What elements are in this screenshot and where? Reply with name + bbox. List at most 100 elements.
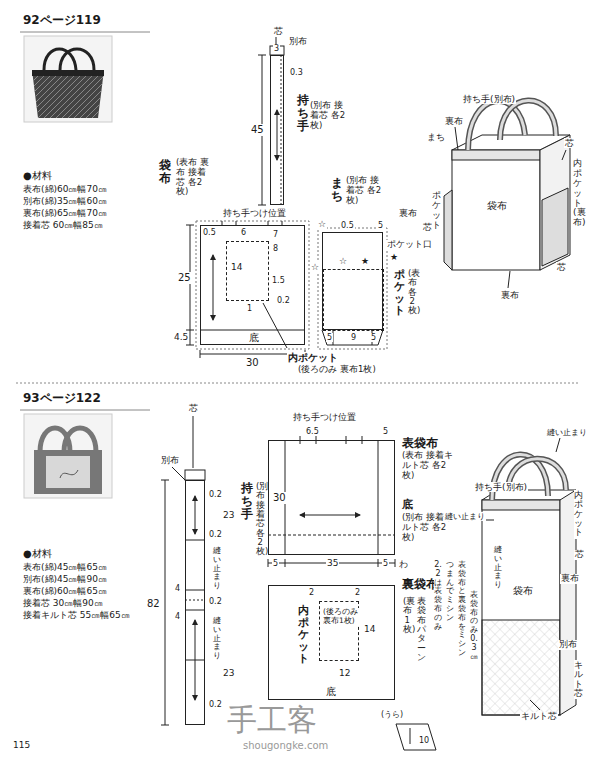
bag-photo: [32, 70, 104, 76]
piece-label: 持ち手: [241, 481, 253, 523]
bag-photo: [32, 70, 104, 118]
strap-detail: [161, 725, 169, 726]
bag-photo: [32, 70, 104, 118]
annotation: ☆: [310, 262, 320, 272]
annotation: 30: [245, 357, 260, 369]
piece-detail: [378, 559, 379, 567]
strap-detail: [185, 590, 205, 591]
strap-detail: [185, 470, 205, 480]
piece-label: 底: [248, 332, 260, 344]
pattern-piece: 内ポケット(後ろのみ 裏布1枚): [319, 601, 359, 661]
annotation: 35: [326, 558, 339, 568]
annotation: 別布: [160, 455, 180, 465]
piece-detail: [190, 225, 191, 345]
bag-photo: [46, 456, 90, 488]
strap-detail: [277, 110, 278, 160]
annotation: 5: [382, 427, 389, 436]
bag-sketch: [452, 150, 540, 270]
annotation: 5: [272, 559, 279, 568]
piece-label: 内ポケット: [287, 352, 339, 364]
annotation: 2.2は表袋布のみ: [434, 560, 442, 632]
strap-detail: [281, 55, 282, 205]
annotation: 92ページ119: [22, 14, 102, 28]
strap-detail: [185, 540, 205, 541]
pattern-piece: 持ち手(別布 接着芯 各2枚): [270, 55, 284, 205]
piece-detail: [263, 303, 287, 348]
annotation: 芯: [574, 550, 585, 560]
piece-label: (別布 接着芯 各2枚): [256, 481, 265, 558]
annotation: 4.5: [173, 332, 189, 342]
annotation: 0.2: [208, 530, 223, 539]
annotation: 接着芯 60㎝幅85㎝: [22, 220, 104, 230]
section-rule: [20, 32, 150, 33]
pattern-piece: まち(別布 接着芯 各2枚)ポケット(表布 各2枚): [322, 232, 383, 330]
bag-sketch: [542, 188, 568, 266]
annotation: 45: [250, 124, 265, 136]
annotation: 内ポケット: [574, 490, 583, 539]
bag-sketch: [482, 500, 560, 715]
annotation: 別布: [558, 640, 578, 650]
annotation: 縫い止まり: [444, 512, 486, 521]
piece-detail: [186, 221, 387, 358]
piece-detail: [268, 535, 395, 536]
annotation: ポケット: [432, 190, 441, 232]
annotation: 裏布: [398, 208, 418, 218]
bag-photo: [24, 414, 112, 498]
piece-label: 表袋布パターン: [417, 596, 426, 663]
annotation: ☆: [317, 219, 327, 229]
annotation: 裏布(綿)65㎝幅70㎝: [22, 208, 108, 218]
bag-sketch: [452, 150, 540, 160]
annotation: 芯: [556, 262, 567, 272]
annotation: 縫い止まり: [213, 546, 221, 592]
annotation: 7: [272, 230, 279, 239]
annotation: 持ち手(別布): [462, 94, 516, 104]
annotation: 25: [177, 272, 192, 284]
watermark: 手工客: [226, 703, 318, 738]
annotation: 表袋布と裏袋布をミシン: [458, 560, 466, 659]
piece-label: (表布 接着キルト芯 各2枚): [401, 451, 455, 480]
bag-photo: [24, 36, 112, 122]
strap-detail: [172, 467, 185, 480]
annotation: 23: [222, 668, 235, 678]
annotation: 0.2: [276, 296, 291, 305]
annotation: つまんでミシン: [446, 560, 454, 624]
annotation: 裏布: [500, 290, 520, 300]
annotation: 持ち手(別布): [474, 482, 528, 492]
strap-detail: [258, 55, 266, 56]
annotation: 芯: [188, 403, 199, 413]
annotation: ☆: [338, 256, 348, 266]
strap-detail: [258, 205, 266, 206]
annotation: 袋布: [512, 585, 534, 597]
bag-sketch: [482, 500, 560, 510]
bag-sketch: [562, 150, 566, 160]
piece-detail: [196, 221, 309, 349]
annotation: 0.5: [202, 228, 217, 237]
bag-sketch: [455, 127, 458, 150]
bag-photo: [34, 450, 102, 494]
annotation: 表布(綿)60㎝幅70㎝: [22, 184, 108, 194]
section-rule: [20, 410, 150, 411]
pattern-piece: 表袋布(表布 接着キルト芯 各2枚)底(別布 接着キルト芯 各2枚): [268, 440, 395, 555]
bag-photo: [60, 49, 94, 70]
annotation: 表布(綿)45㎝幅65㎝: [22, 562, 108, 572]
bag-photo: [60, 470, 78, 478]
piece-detail: [200, 330, 305, 331]
pattern-piece: 裏袋布(裏布1枚)表袋布パターン底内ポケット(後ろのみ 裏布1枚): [268, 585, 395, 700]
strap-detail: [165, 480, 166, 725]
annotation: 1: [246, 304, 253, 313]
piece-label: (後ろのみ 裏布1枚): [322, 608, 362, 625]
annotation: 表袋布のみ0.3㎝: [470, 590, 478, 662]
annotation: 14: [363, 624, 376, 634]
annotation: 裏布(綿)60㎝幅65㎝: [22, 586, 108, 596]
annotation: 0.2: [208, 490, 223, 499]
annotation: 芯: [564, 138, 575, 148]
piece-detail: [396, 724, 436, 750]
bag-photo: [64, 428, 96, 452]
annotation: 0.3: [289, 68, 304, 77]
bag-sketch: [486, 520, 494, 521]
annotation: 14: [230, 262, 243, 272]
piece-detail: [186, 345, 194, 346]
piece-detail: [186, 225, 194, 226]
annotation: 6: [240, 228, 247, 237]
